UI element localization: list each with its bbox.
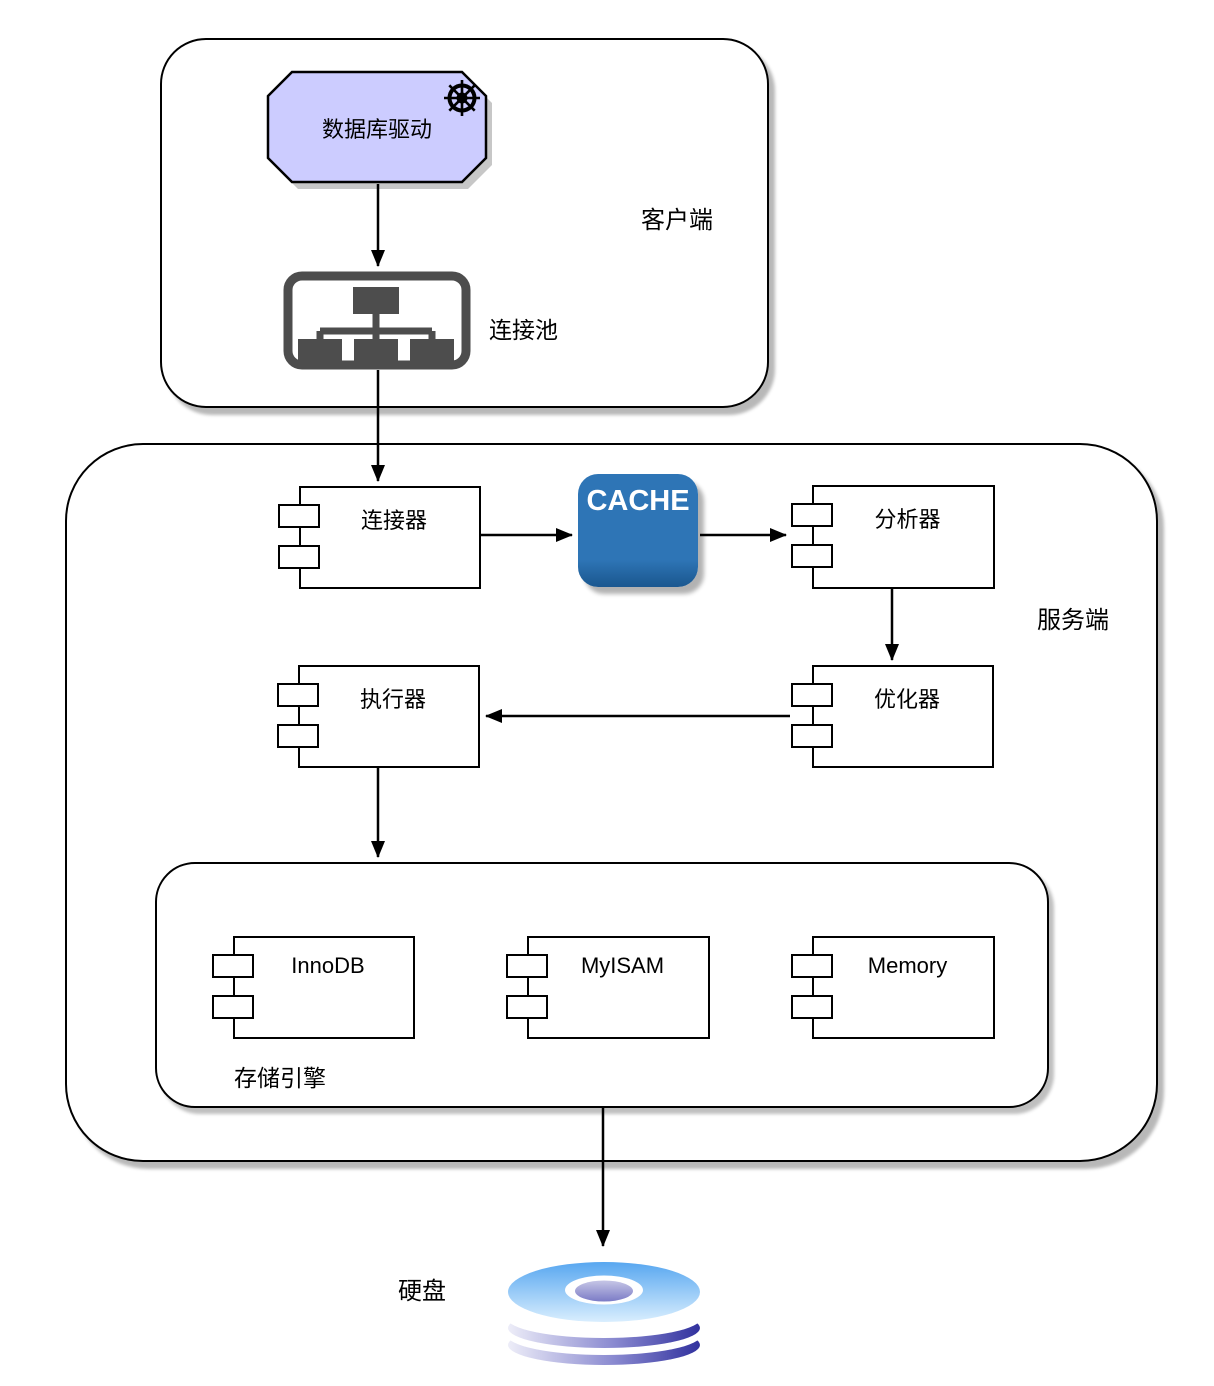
client-label: 客户端 bbox=[641, 207, 713, 234]
connection-pool-label: 连接池 bbox=[489, 317, 558, 343]
myisam-label: MyISAM bbox=[580, 953, 665, 978]
analyzer-label: 分析器 bbox=[874, 507, 941, 532]
database-driver-label: 数据库驱动 bbox=[321, 117, 432, 142]
component-port-icon bbox=[506, 954, 548, 978]
memory-label: Memory bbox=[867, 953, 948, 978]
component-port-icon bbox=[791, 683, 833, 707]
optimizer-component: 优化器 bbox=[791, 665, 994, 768]
analyzer-component: 分析器 bbox=[791, 485, 995, 589]
component-port-icon bbox=[791, 995, 833, 1019]
cache-label: CACHE bbox=[586, 485, 690, 517]
optimizer-label: 优化器 bbox=[873, 687, 940, 712]
myisam-component: MyISAM bbox=[506, 936, 710, 1039]
component-port-icon bbox=[212, 954, 254, 978]
database-driver-node bbox=[266, 70, 492, 189]
innodb-component: InnoDB bbox=[212, 936, 415, 1039]
executor-component: 执行器 bbox=[277, 665, 480, 768]
disk-label: 硬盘 bbox=[398, 1278, 446, 1305]
connection-pool-tree-icon bbox=[283, 271, 471, 370]
driver-octagon bbox=[266, 70, 488, 184]
memory-component: Memory bbox=[791, 936, 995, 1039]
storage-engine-label: 存储引擎 bbox=[234, 1065, 326, 1091]
executor-label: 执行器 bbox=[359, 687, 426, 712]
server-label: 服务端 bbox=[1037, 607, 1109, 634]
component-port-icon bbox=[791, 954, 833, 978]
connector-label: 连接器 bbox=[360, 508, 427, 533]
disk-stack-icon bbox=[507, 1262, 701, 1365]
cache-node: CACHE bbox=[578, 474, 698, 587]
component-port-icon bbox=[791, 724, 833, 748]
component-port-icon bbox=[212, 995, 254, 1019]
component-port-icon bbox=[277, 724, 319, 748]
connector-component: 连接器 bbox=[278, 486, 481, 589]
component-port-icon bbox=[791, 503, 833, 527]
innodb-label: InnoDB bbox=[291, 953, 365, 978]
component-port-icon bbox=[278, 504, 320, 528]
component-port-icon bbox=[277, 683, 319, 707]
component-port-icon bbox=[791, 544, 833, 568]
component-port-icon bbox=[278, 545, 320, 569]
component-port-icon bbox=[506, 995, 548, 1019]
helm-wheel-icon bbox=[444, 80, 480, 116]
